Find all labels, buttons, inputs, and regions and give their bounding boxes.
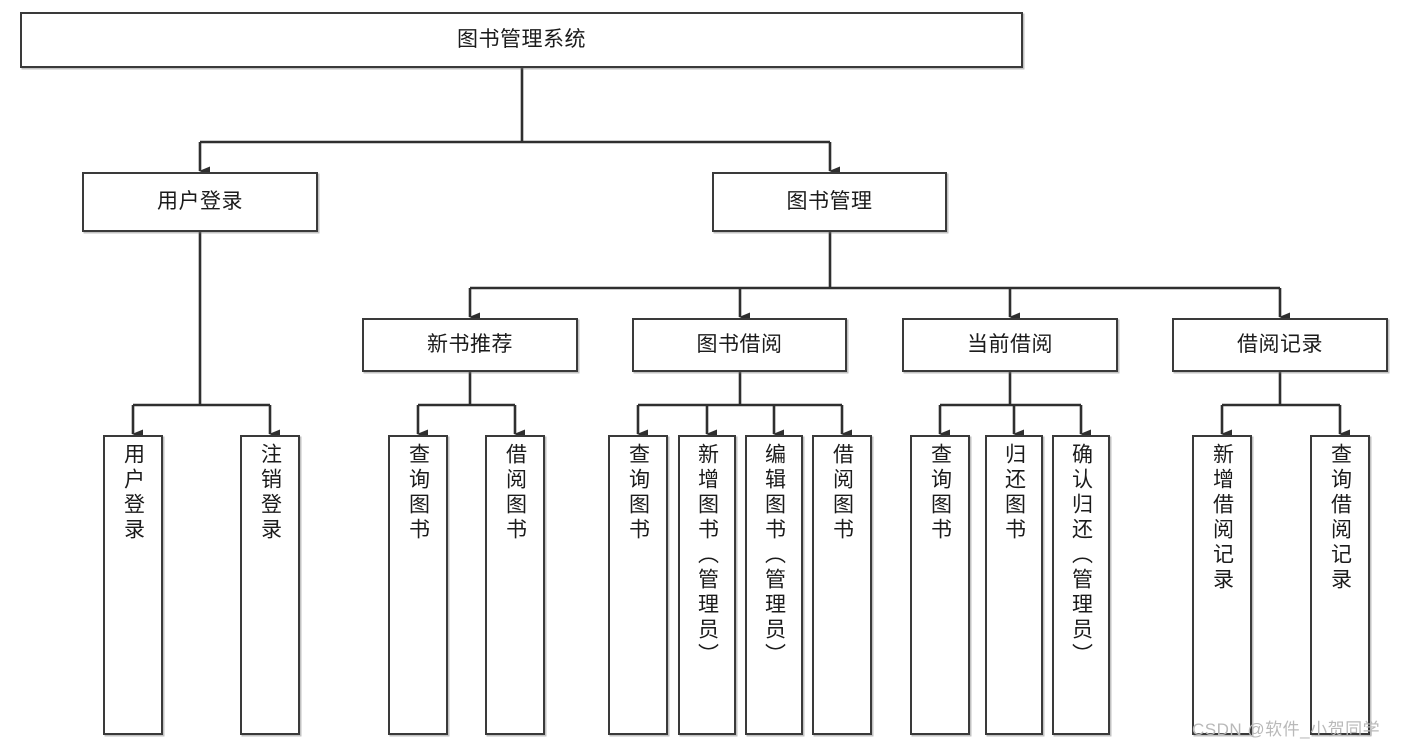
leaf-add-borrow-record[interactable]: 新增借阅记录 xyxy=(1192,435,1252,735)
node-book-manage[interactable]: 图书管理 xyxy=(712,172,947,232)
node-new-book-recommend[interactable]: 新书推荐 xyxy=(362,318,578,372)
node-user-login[interactable]: 用户登录 xyxy=(82,172,318,232)
leaf-query-book-1-label: 查询图书 xyxy=(406,443,430,543)
node-borrow-record[interactable]: 借阅记录 xyxy=(1172,318,1388,372)
leaf-query-borrow-record-label: 查询借阅记录 xyxy=(1328,443,1352,593)
leaf-query-borrow-record[interactable]: 查询借阅记录 xyxy=(1310,435,1370,735)
node-book-borrow-label: 图书借阅 xyxy=(696,333,783,357)
leaf-user-login[interactable]: 用户登录 xyxy=(103,435,163,735)
leaf-confirm-return-label: 确认归还（管理员） xyxy=(1069,443,1093,668)
node-root-label: 图书管理系统 xyxy=(457,28,586,52)
node-book-borrow[interactable]: 图书借阅 xyxy=(632,318,847,372)
leaf-add-borrow-record-label: 新增借阅记录 xyxy=(1210,443,1234,593)
node-current-borrow[interactable]: 当前借阅 xyxy=(902,318,1118,372)
leaf-query-book-3-label: 查询图书 xyxy=(928,443,952,543)
leaf-return-book[interactable]: 归还图书 xyxy=(985,435,1043,735)
node-root[interactable]: 图书管理系统 xyxy=(20,12,1023,68)
leaf-return-book-label: 归还图书 xyxy=(1002,443,1026,543)
node-book-manage-label: 图书管理 xyxy=(786,190,873,214)
leaf-edit-book-label: 编辑图书（管理员） xyxy=(762,443,786,668)
leaf-confirm-return[interactable]: 确认归还（管理员） xyxy=(1052,435,1110,735)
node-borrow-record-label: 借阅记录 xyxy=(1237,333,1323,357)
leaf-borrow-book-1-label: 借阅图书 xyxy=(503,443,527,543)
node-new-book-recommend-label: 新书推荐 xyxy=(427,333,513,357)
leaf-logout[interactable]: 注销登录 xyxy=(240,435,300,735)
leaf-borrow-book-2-label: 借阅图书 xyxy=(830,443,854,543)
leaf-query-book-3[interactable]: 查询图书 xyxy=(910,435,970,735)
leaf-query-book-1[interactable]: 查询图书 xyxy=(388,435,448,735)
leaf-query-book-2-label: 查询图书 xyxy=(626,443,650,543)
leaf-edit-book[interactable]: 编辑图书（管理员） xyxy=(745,435,803,735)
leaf-borrow-book-1[interactable]: 借阅图书 xyxy=(485,435,545,735)
leaf-add-book[interactable]: 新增图书（管理员） xyxy=(678,435,736,735)
node-current-borrow-label: 当前借阅 xyxy=(967,333,1053,357)
leaf-add-book-label: 新增图书（管理员） xyxy=(695,443,719,668)
leaf-borrow-book-2[interactable]: 借阅图书 xyxy=(812,435,872,735)
leaf-logout-label: 注销登录 xyxy=(258,443,282,543)
leaf-user-login-label: 用户登录 xyxy=(121,443,145,543)
node-user-login-label: 用户登录 xyxy=(157,190,243,214)
leaf-query-book-2[interactable]: 查询图书 xyxy=(608,435,668,735)
